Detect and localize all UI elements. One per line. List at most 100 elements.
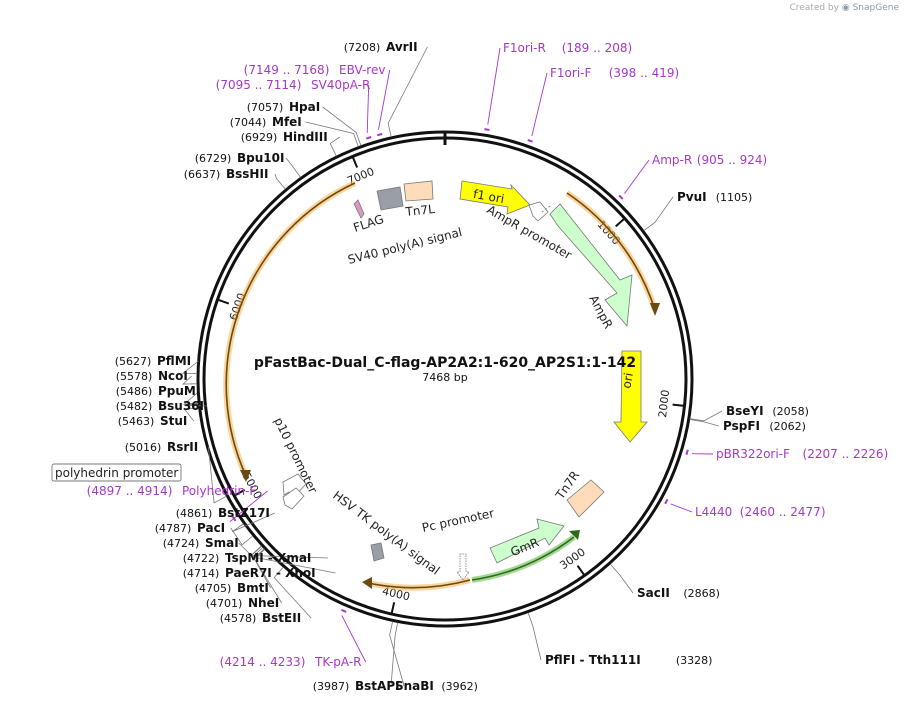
orange-arrow-amp-core: [566, 192, 656, 311]
primer-leader-ebv-rev: [378, 69, 391, 130]
site-name: BstAPI: [355, 679, 400, 693]
hsv-tk-box: [370, 542, 385, 562]
primer-f1ori-r: (189 .. 208) F1ori-R: [503, 41, 632, 55]
site-mfei: (7044)MfeI: [230, 115, 302, 129]
leader-bseyi: [689, 410, 723, 422]
site-position: (5016): [125, 441, 162, 454]
site-pspfi: (2062)PspFI: [723, 419, 806, 433]
site-position: (2062): [769, 420, 806, 433]
primer-range: (7095 .. 7114): [216, 78, 302, 92]
site-hindiii: (6929)HindIII: [241, 130, 328, 144]
green-arrow-gmr-core: [471, 536, 575, 581]
site-position: (4714): [183, 567, 220, 580]
ampr-promoter-dash: [541, 205, 551, 213]
leader-paer7i: [251, 547, 336, 574]
primer-range: (7149 .. 7168): [244, 63, 330, 77]
primer-leader-tk-pa-r: [341, 615, 367, 663]
site-position: (4724): [163, 537, 200, 550]
site-name: PflMI: [157, 354, 191, 368]
leader-pflmi: [181, 360, 199, 374]
site-bsteii: (4578)BstEII: [220, 611, 301, 625]
orange-arrow-bottom-head: [362, 577, 372, 589]
site-name: NheI: [248, 596, 279, 610]
site-name: PacI: [197, 521, 225, 535]
tick-4000: [390, 602, 396, 615]
site-paer7i: (4714)PaeR7I - XhoI: [183, 566, 316, 580]
orange-arrow-left-core: [225, 182, 356, 477]
site-name: TspMI - XmaI: [225, 551, 311, 565]
primer-range: (189 .. 208): [562, 41, 632, 55]
site-position: (5482): [116, 400, 153, 413]
tn7l-label: Tn7L: [404, 202, 436, 219]
primer-mark-amp-r: [618, 194, 624, 200]
site-snabi: (3962) SnaBI: [395, 679, 478, 693]
site-position: (2058): [772, 405, 809, 418]
orange-arrow-left-head: [240, 470, 251, 482]
leader-mfei: [305, 121, 359, 147]
primer-name: F1ori-F: [550, 66, 591, 80]
leader-bsu36i: [184, 403, 208, 407]
site-name: RsrII: [167, 440, 198, 454]
site-position: (3328): [676, 654, 713, 667]
polyhedrin-promoter-label: polyhedrin promoter: [55, 466, 178, 480]
site-name: NcoI: [158, 369, 188, 383]
leader-bsshii: [274, 173, 286, 190]
primer-name: SV40pA-R: [311, 78, 370, 92]
sv40-box: [376, 186, 404, 211]
leader-bsteii: [273, 566, 312, 619]
leader-nhei: [254, 549, 283, 604]
leader-ppumi: [183, 390, 200, 405]
pc-promoter-label: Pc promoter: [421, 506, 496, 535]
site-position: (3962): [441, 680, 478, 693]
leader-pflfi: [527, 612, 542, 661]
site-bpu10i: (6729)Bpu10I: [195, 151, 285, 165]
primer-name: EBV-rev: [339, 63, 385, 77]
primer-polyhedrin-f: (4897 .. 4914)Polyhedrin-F: [87, 484, 257, 498]
site-name: AvrII: [386, 40, 418, 54]
site-position: (4787): [155, 522, 192, 535]
site-ncoi: (5578)NcoI: [116, 369, 188, 383]
primer-name: Amp-R: [652, 153, 692, 167]
leader-sacii: [609, 563, 634, 594]
primer-ebv-rev: (7149 .. 7168) EBV-rev: [244, 63, 386, 77]
primer-f1ori-f: (398 .. 419)F1ori-F: [550, 66, 679, 80]
primer-mark-polyhedrin-f: [231, 516, 237, 522]
site-pflmi: (5627) PflMI: [115, 354, 191, 368]
site-bsshii: (6637)BssHII: [184, 167, 269, 181]
site-name: HpaI: [289, 100, 320, 114]
ampr-arrow: [549, 203, 633, 327]
site-name: PvuI: [677, 190, 707, 204]
primer-tk-pa-r: (4214 .. 4233)TK-pA-R: [220, 655, 362, 669]
site-bsu36i: (5482)Bsu36I: [116, 399, 204, 413]
site-rsrii: (5016) RsrII: [125, 440, 199, 454]
primer-leader-l4440: [670, 503, 693, 513]
site-name: SnaBI: [395, 679, 434, 693]
primer-name: F1ori-R: [503, 41, 546, 55]
site-position: (6929): [241, 131, 278, 144]
site-smai: (4724)SmaI: [163, 536, 239, 550]
primer-name: TK-pA-R: [314, 655, 362, 669]
attribution-created-by: Created by: [789, 3, 839, 13]
leader-rsrii: [208, 446, 227, 504]
primer-range: (4897 .. 4914): [87, 484, 173, 498]
site-name: PpuMI: [158, 384, 200, 398]
site-bseyi: (2058)BseYI: [726, 404, 809, 418]
leader-tspmi: [250, 545, 328, 559]
site-name: PflFI - Tth111I: [545, 653, 641, 667]
site-position: (4722): [183, 552, 220, 565]
site-avrii: (7208)AvrII: [344, 40, 418, 54]
site-name: MfeI: [272, 115, 302, 129]
site-position: (6729): [195, 152, 232, 165]
site-paci: (4787) PacI: [155, 521, 225, 535]
primer-name: L4440: [695, 505, 732, 519]
leader-smai: [238, 542, 262, 556]
site-position: (5627): [115, 355, 152, 368]
primer-range: (905 .. 924): [697, 153, 767, 167]
site-ppumi: (5486)PpuMI: [116, 384, 201, 398]
site-name: BstZ17I: [218, 506, 270, 520]
site-nhei: (4701)NheI: [206, 596, 279, 610]
orange-arrow-amp-head: [650, 303, 660, 316]
leader-bstz17i: [231, 512, 275, 533]
site-position: (4578): [220, 612, 257, 625]
leader-bstapi: [389, 621, 405, 687]
